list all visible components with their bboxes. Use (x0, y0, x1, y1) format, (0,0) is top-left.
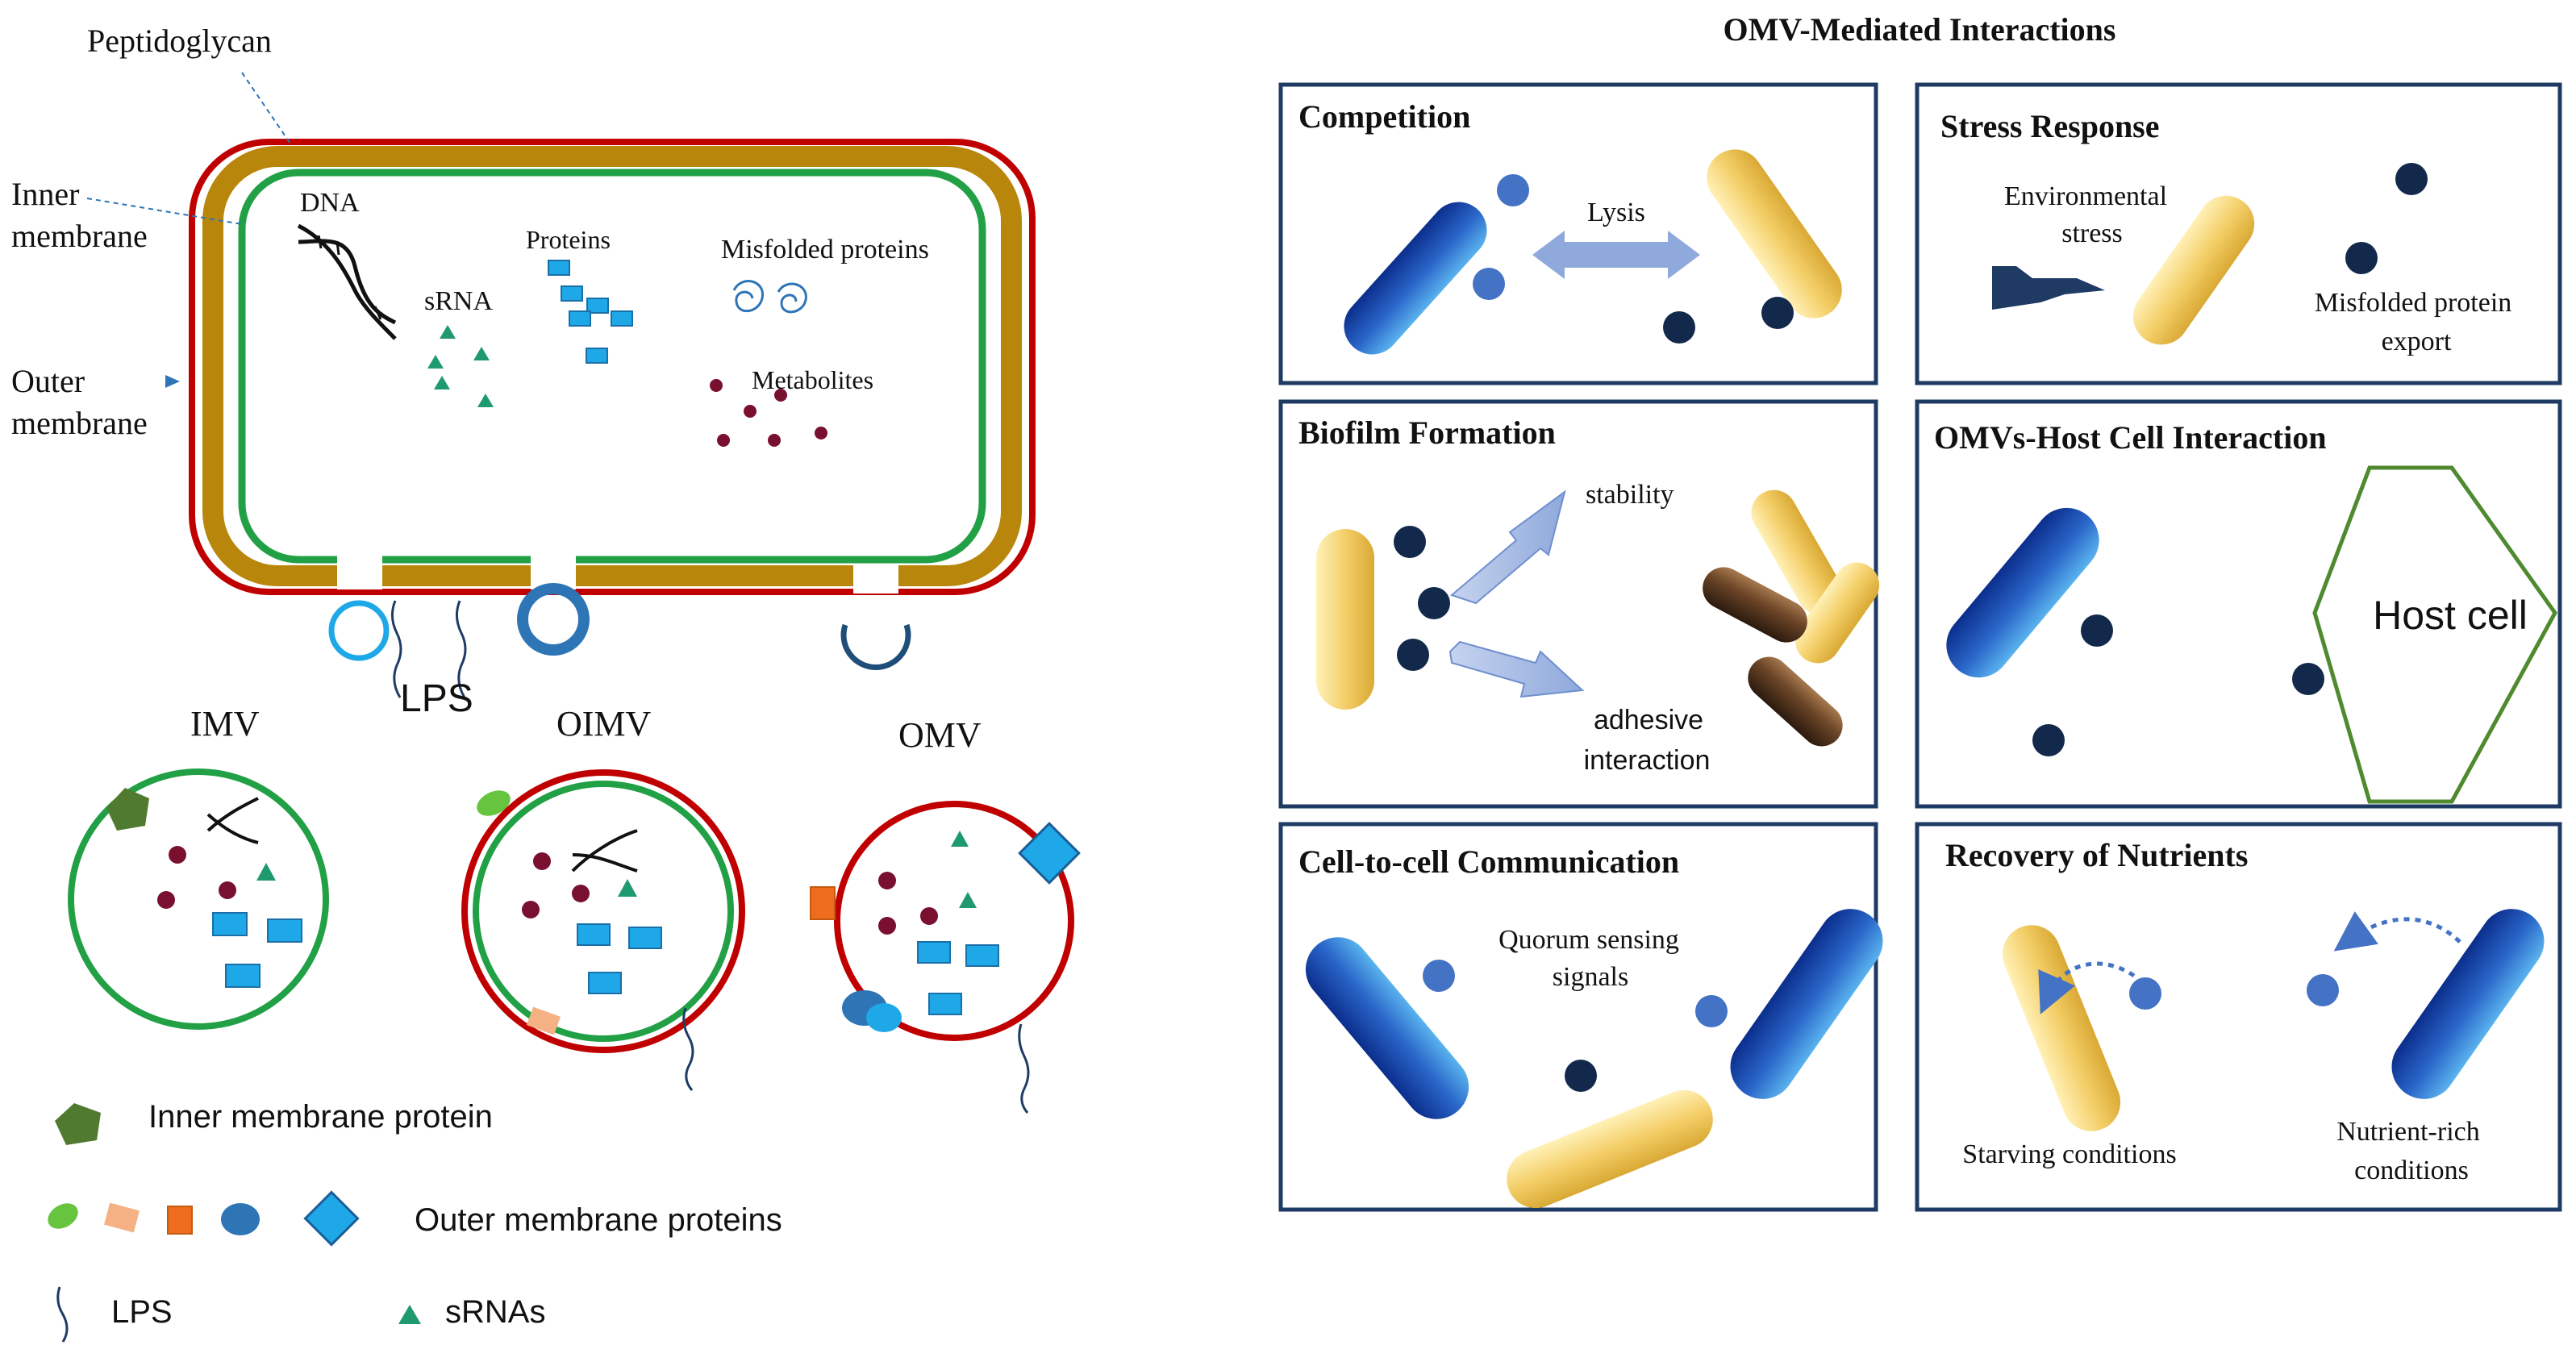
blue-bacterium (1946, 507, 2099, 678)
legend-outer-protein-green-icon (48, 1203, 78, 1229)
legend (48, 1103, 421, 1343)
omv-title: OMV (898, 715, 982, 755)
interaction-panels (1278, 82, 2562, 1212)
yellow-bacterium (1707, 149, 1842, 319)
oimv-bud (517, 583, 590, 656)
inner-membrane-protein-icon (106, 788, 149, 831)
competition-contents (1344, 149, 1842, 355)
omv-bud (840, 623, 911, 670)
inner-membrane-label-2: membrane (11, 218, 148, 254)
yellow-bacterium (1316, 529, 1374, 710)
legend-outer-protein-blue-icon (221, 1203, 260, 1235)
dna-helix (297, 223, 397, 340)
quorum-sensing-label: Quorum sensing (1498, 925, 1679, 955)
legend-lps-label: LPS (111, 1294, 173, 1330)
environmental-stress-label-2: stress (2061, 219, 2123, 248)
imv-vesicle (68, 768, 329, 1030)
oimv-title: OIMV (556, 704, 652, 743)
host-contents (1946, 465, 2557, 804)
nutrients-contents (2002, 909, 2545, 1131)
yellow-bacterium (2132, 195, 2255, 345)
lps-strand-1 (391, 600, 402, 698)
nutrient-rich-label-2: conditions (2354, 1156, 2469, 1185)
biofilm-title: Biofilm Formation (1298, 414, 1556, 451)
legend-inner-membrane-protein-label: Inner membrane protein (148, 1099, 493, 1135)
legend-inner-membrane-protein-icon (55, 1103, 101, 1145)
signals-label: signals (1553, 962, 1628, 992)
stability-arrow (1450, 489, 1566, 605)
outer-membrane-pointer (165, 375, 180, 388)
starving-conditions-label: Starving conditions (1962, 1139, 2176, 1169)
imv-title: IMV (190, 704, 260, 743)
adhesion-arrow (1448, 640, 1585, 698)
peptidoglycan-layer (202, 146, 1022, 586)
inner-membrane (238, 169, 986, 564)
misfolded-export-label-2: export (2382, 327, 2452, 356)
interaction-label: interaction (1584, 745, 1711, 776)
lysis-double-arrow (1532, 231, 1700, 279)
lps-strand-2 (456, 600, 467, 698)
bud-gap-2 (531, 544, 576, 589)
omv-vesicle (810, 801, 1081, 1114)
competition-title: Competition (1298, 98, 1470, 135)
misfolded-protein-squiggles (732, 280, 807, 314)
legend-srnas-label: sRNAs (445, 1294, 545, 1330)
environmental-stress-label-1: Environmental (2004, 181, 2167, 211)
outer-membrane-label-2: membrane (11, 405, 148, 441)
communication-contents (1305, 909, 1883, 1209)
interactions-title: OMV-Mediated Interactions (1724, 11, 2116, 48)
peptidoglycan-label: Peptidoglycan (87, 23, 272, 59)
adhesive-label: adhesive (1594, 705, 1703, 735)
metabolite-dots (710, 379, 827, 447)
protein-squares (548, 260, 633, 364)
stability-label: stability (1586, 480, 1674, 510)
yellow-bacterium (1507, 1089, 1713, 1209)
host-title: OMVs-Host Cell Interaction (1934, 419, 2327, 456)
bacterial-cell (86, 72, 1036, 698)
oimv-vesicle (461, 769, 745, 1091)
blue-bacterium (2391, 909, 2545, 1099)
nutrient-rich-label-1: Nutrient-rich (2336, 1117, 2480, 1147)
legend-outer-protein-peach-icon (104, 1202, 140, 1233)
bud-gap-3 (853, 564, 898, 594)
outer-membrane (189, 139, 1036, 595)
metabolites-label: Metabolites (752, 365, 873, 394)
nutrient-release-arrow (2333, 911, 2461, 952)
nutrient-uptake-arrow (2038, 961, 2136, 1014)
legend-outer-membrane-proteins-label: Outer membrane proteins (415, 1202, 782, 1238)
blue-bacterium (1305, 937, 1469, 1119)
lightning-icon (1992, 266, 2105, 310)
host-cell-hexagon (2312, 465, 2557, 804)
srna-label: sRNA (424, 286, 493, 316)
nutrients-title: Recovery of Nutrients (1945, 837, 2248, 873)
misfolded-proteins-label: Misfolded proteins (721, 235, 929, 264)
legend-lps-icon (56, 1286, 69, 1343)
biofilm-contents (1316, 489, 1880, 747)
peptidoglycan-pointer (241, 72, 291, 144)
srna-triangles (427, 325, 494, 407)
outer-membrane-label-1: Outer (11, 363, 85, 399)
stress-contents (1992, 163, 2428, 345)
yellow-bacterium (2002, 925, 2121, 1131)
imv-bud (328, 600, 390, 661)
inner-membrane-label-1: Inner (11, 176, 79, 212)
legend-srna-icon (398, 1305, 421, 1324)
stress-title: Stress Response (1940, 108, 2160, 144)
bud-gap-1 (337, 544, 382, 589)
blue-bacterium (1730, 909, 1883, 1099)
proteins-label: Proteins (526, 225, 611, 254)
legend-outer-protein-orange-icon (167, 1206, 193, 1235)
lps-label: LPS (400, 677, 473, 720)
communication-title: Cell-to-cell Communication (1298, 843, 1679, 880)
dna-label: DNA (300, 188, 360, 218)
blue-bacterium (1344, 202, 1487, 355)
legend-outer-protein-cube-icon (303, 1190, 360, 1247)
host-cell-label: Host cell (2373, 593, 2528, 638)
misfolded-export-label-1: Misfolded protein (2315, 288, 2512, 318)
lysis-label: Lysis (1587, 198, 1645, 227)
